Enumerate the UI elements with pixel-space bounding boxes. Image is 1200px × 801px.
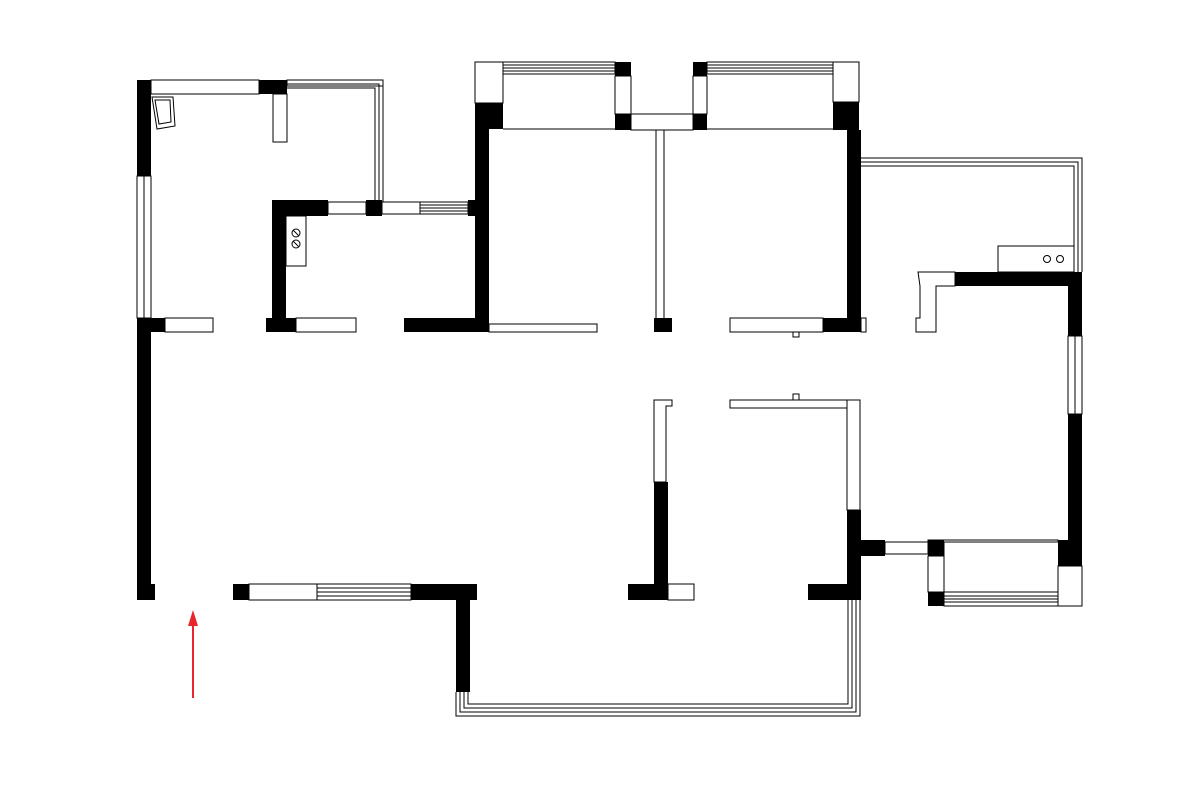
kitchen-area bbox=[136, 79, 384, 319]
balcony-bay bbox=[455, 600, 861, 717]
bedroom-middle-left bbox=[404, 61, 694, 333]
kitchen-lower-wall bbox=[272, 200, 476, 320]
bedroom-middle-right bbox=[692, 61, 867, 338]
bottom-wall bbox=[233, 583, 477, 692]
entrance-arrow-icon bbox=[188, 610, 198, 698]
bedroom-right bbox=[861, 157, 1083, 607]
living-left-wall bbox=[137, 317, 357, 600]
bathroom-area bbox=[729, 393, 929, 600]
center-partition bbox=[628, 399, 695, 601]
